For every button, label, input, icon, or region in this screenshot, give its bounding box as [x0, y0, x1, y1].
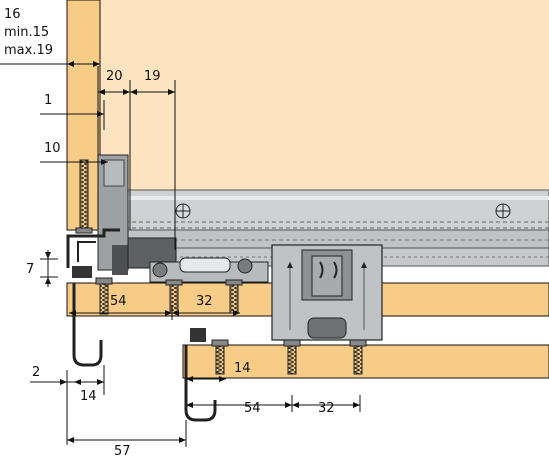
- label-side-max: max.19: [4, 43, 53, 58]
- mounting-clip-hook: [77, 241, 96, 262]
- label-dim-54-bottom: 54: [244, 401, 261, 416]
- lower-guide-right: [184, 345, 217, 422]
- door-end-bracket: [97, 154, 129, 275]
- guide-stop: [72, 266, 92, 278]
- runner-carriage: [127, 237, 269, 283]
- label-dim-54-top: 54: [110, 294, 127, 309]
- label-side-min: min.15: [4, 25, 49, 40]
- label-dim-7: 7: [26, 262, 34, 277]
- soft-close-damper: [271, 244, 383, 341]
- label-dim-10: 10: [44, 141, 61, 156]
- label-dim-14-right: 14: [234, 361, 251, 376]
- label-gap-20: 20: [106, 69, 123, 84]
- door-panel: [100, 0, 549, 205]
- lower-guide-left: [72, 283, 103, 367]
- label-dim-2: 2: [32, 365, 40, 380]
- label-gap-19: 19: [144, 69, 161, 84]
- label-dim-32-bottom: 32: [318, 401, 335, 416]
- wood-screw-icon: [75, 159, 93, 234]
- guide-stop: [190, 328, 206, 342]
- label-dim-1: 1: [44, 93, 52, 108]
- label-side-thickness: 16: [4, 7, 21, 22]
- wood-screw-icon: [211, 339, 229, 375]
- label-dim-57: 57: [114, 444, 131, 457]
- rail-screw-icon: [495, 203, 511, 219]
- dimension-arrows: [45, 61, 360, 443]
- dimension-lines: [0, 0, 361, 447]
- wood-screw-icon: [349, 339, 367, 375]
- mounting-clip: [66, 228, 120, 268]
- wood-screw-icon: [283, 339, 301, 375]
- lower-shelf-board: [182, 344, 549, 379]
- label-dim-32-top: 32: [196, 294, 213, 309]
- rail-screw-icon: [175, 203, 191, 219]
- label-dim-14-lower-left: 14: [80, 389, 97, 404]
- wood-screw-icon: [95, 277, 113, 315]
